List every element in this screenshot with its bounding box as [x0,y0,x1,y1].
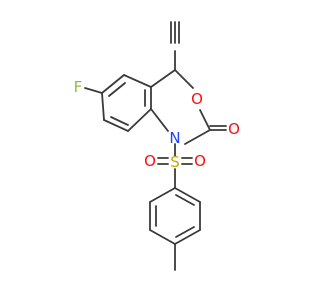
bond-tolyl-3 [149,229,176,245]
bond-c6-f [84,87,103,94]
bond-c2-n1 [184,129,211,145]
sulfonyl-oxygen-right-atom-label: O [194,152,206,170]
structure-diagram: F O O N S O O [74,21,240,271]
aromatic-inner-bond-c5-c6 [108,82,126,97]
oxazinone-ring [150,69,227,145]
bond-c8-c8a [127,108,152,132]
aromatic-inner-bond-tolyl-top [175,194,195,206]
sulfonyl-oxygen-left-atom-label: O [144,152,156,170]
aromatic-inner-bond-c7-c8 [110,116,129,126]
sulfonyl-group [157,143,193,189]
bond-n1-c8a [150,108,169,132]
bond-c5-c6 [101,74,125,94]
fluorobenzene-ring [84,74,152,132]
bond-c4-c4a [150,69,176,88]
bond-c7-c8 [103,119,129,132]
sulfur-atom-label: S [170,153,180,171]
nitrogen-atom-label: N [169,129,180,147]
ethynyl-group [170,21,180,71]
aromatic-inner-bond-tolyl-bottom [175,226,195,238]
bond-c4-o3 [174,69,194,89]
bond-tolyl-4 [174,229,201,245]
bond-tolyl-6 [174,187,201,203]
carbonyl-oxygen-atom-label: O [228,120,240,138]
bond-o3-c2 [199,109,211,131]
tolyl-ring [149,187,201,271]
bond-c4a-c5 [123,74,152,88]
bond-tolyl-1 [149,187,176,203]
fluorine-atom-label: F [74,78,83,96]
bond-c6-c7 [101,92,105,121]
ring-oxygen-atom-label: O [191,90,203,108]
